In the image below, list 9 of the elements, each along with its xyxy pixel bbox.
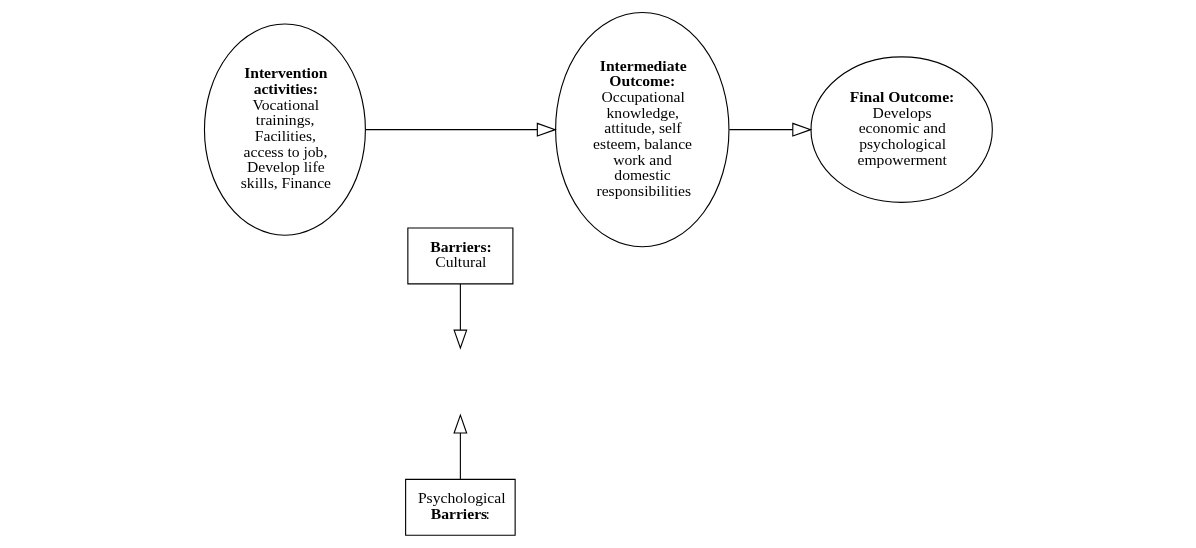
arrow xyxy=(728,122,812,137)
arrow xyxy=(452,283,467,350)
node-box: Psychological Barriers: xyxy=(404,478,516,536)
node-box: Barriers: Cultural xyxy=(406,227,513,285)
node-ellipse: Final Outcome: Develops economic and psychological empowerment xyxy=(809,56,993,203)
node-ellipse: Intervention activities: Vocational trainings, Facilities, access to job, Develop life skills, Finance xyxy=(203,23,366,236)
node-ellipse: Intermediate Outcome: Occupational knowledge, attitude, self esteem, balance work and domestic responsibilities xyxy=(554,11,729,248)
arrow xyxy=(452,413,467,480)
arrow xyxy=(364,122,557,137)
